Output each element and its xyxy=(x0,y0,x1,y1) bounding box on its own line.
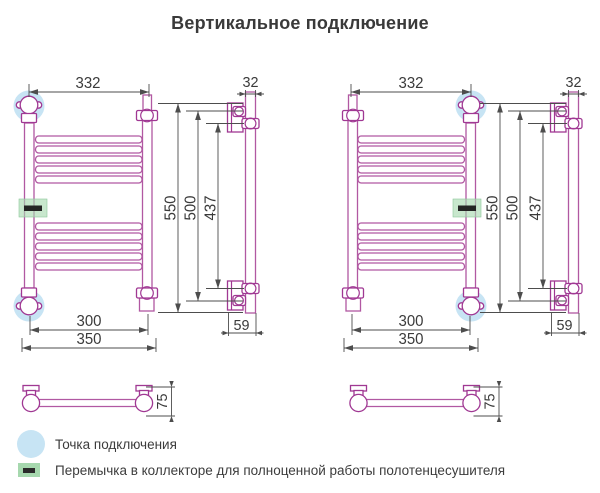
dim-side-depth-right: 59 xyxy=(557,317,573,334)
connection-point-legend-marker xyxy=(17,430,45,458)
front-view-left xyxy=(12,89,159,323)
dim-height-inner-right: 437 xyxy=(528,195,545,220)
collector-jumper-legend-marker xyxy=(18,463,40,477)
dim-height-axis-left: 500 xyxy=(183,195,200,220)
dim-height-inner-left: 437 xyxy=(203,195,220,220)
dim-profile-depth-right: 75 xyxy=(482,394,499,410)
dim-profile-depth-left: 75 xyxy=(154,394,171,410)
dimensions-left: 332 300 350 550 500 437 xyxy=(21,74,264,422)
page-title: Вертикальное подключение xyxy=(171,13,429,33)
dim-bottom-overall-right: 350 xyxy=(399,331,424,348)
dim-side-depth-left: 59 xyxy=(234,317,250,334)
jumper-dash-icon xyxy=(23,467,35,473)
dim-top-width-left: 332 xyxy=(76,75,101,92)
dim-top-width-right: 332 xyxy=(399,75,424,92)
dim-bottom-axis-left: 300 xyxy=(77,313,102,330)
top-view-right xyxy=(349,384,481,413)
dim-bottom-overall-left: 350 xyxy=(77,331,102,348)
top-view-left xyxy=(21,384,154,413)
dim-height-overall-right: 550 xyxy=(485,195,502,220)
dim-height-overall-left: 550 xyxy=(163,195,180,220)
dim-side-width-right: 32 xyxy=(566,74,582,91)
side-view-right xyxy=(549,91,583,314)
front-view-right xyxy=(341,89,488,323)
dim-bottom-axis-right: 300 xyxy=(399,313,424,330)
side-view-left xyxy=(226,91,260,314)
legend-label-collector-jumper: Перемычка в коллекторе для полноценной р… xyxy=(55,463,506,478)
dim-height-axis-right: 500 xyxy=(505,195,522,220)
dimensions-right: 332 300 350 550 500 437 xyxy=(343,74,587,422)
dim-side-width-left: 32 xyxy=(243,74,259,91)
legend-label-connection-point: Точка подключения xyxy=(55,437,177,452)
